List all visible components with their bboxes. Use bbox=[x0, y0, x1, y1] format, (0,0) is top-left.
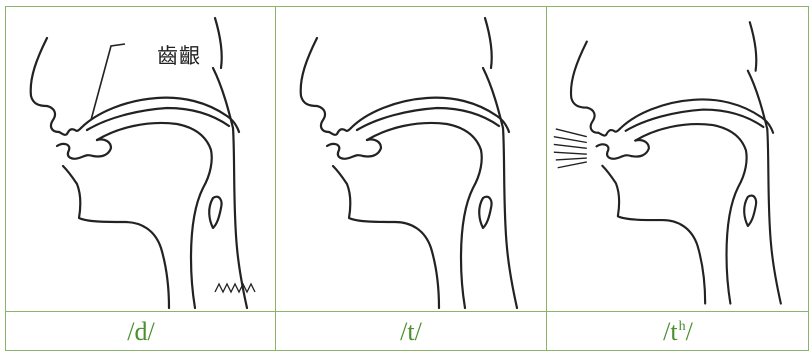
aspiration-lines-icon bbox=[554, 129, 587, 168]
gingiva-pointer bbox=[91, 44, 125, 120]
label-t-text: /t/ bbox=[400, 317, 422, 347]
panel-d bbox=[7, 8, 275, 310]
divider-1 bbox=[275, 6, 276, 351]
label-divider bbox=[5, 311, 809, 312]
label-th: /th/ bbox=[548, 313, 808, 351]
label-th-text: /th/ bbox=[663, 317, 693, 347]
label-d: /d/ bbox=[7, 313, 275, 351]
panel-th bbox=[548, 8, 808, 310]
gingiva-annotation: 齒齦 bbox=[157, 40, 201, 70]
label-d-text: /d/ bbox=[127, 317, 154, 347]
articulation-diagram-d bbox=[7, 8, 275, 310]
divider-2 bbox=[546, 6, 547, 351]
articulation-diagram-th bbox=[548, 8, 808, 310]
vibration-zigzag-icon bbox=[215, 284, 255, 292]
articulation-diagram-t bbox=[277, 8, 545, 310]
label-t: /t/ bbox=[277, 313, 545, 351]
panel-t bbox=[277, 8, 545, 310]
